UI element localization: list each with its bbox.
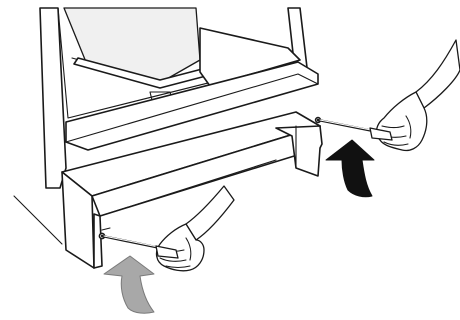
rotation-arrow-front xyxy=(104,256,154,313)
base-left-leg xyxy=(94,214,102,268)
rotation-arrow-back xyxy=(326,140,374,197)
front-arm xyxy=(186,186,234,240)
floor-line-left xyxy=(14,196,62,244)
back-arm xyxy=(416,40,460,108)
cabinet-left-wall xyxy=(40,8,66,188)
hand-with-screwdriver-icon xyxy=(318,40,460,151)
